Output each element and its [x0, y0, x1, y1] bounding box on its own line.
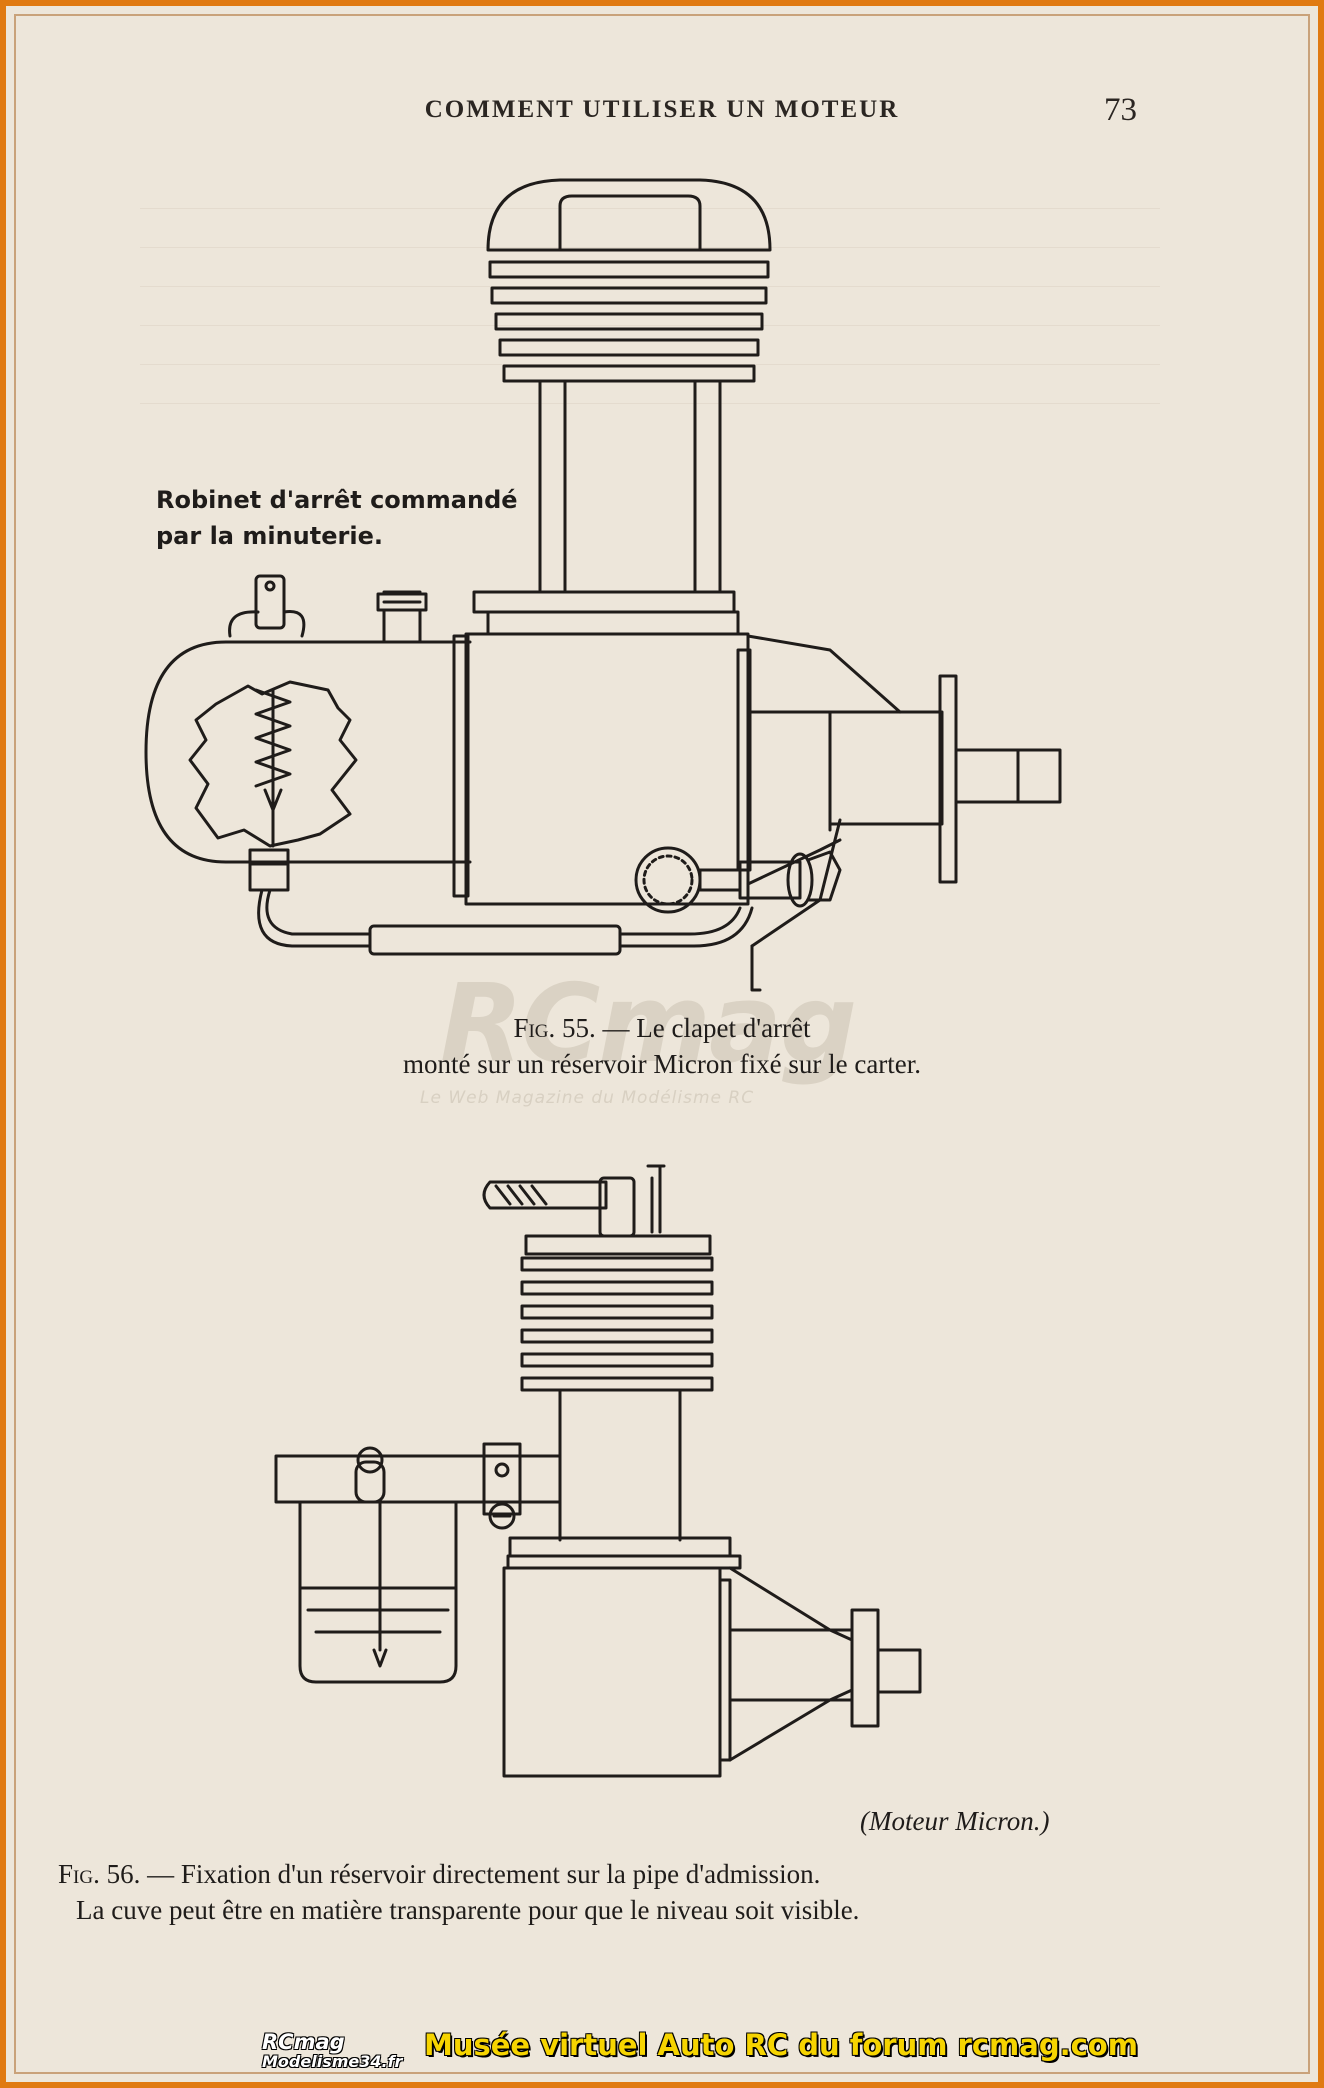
- footer-banner[interactable]: Musée virtuel Auto RC du forum rcmag.com: [424, 2028, 1138, 2062]
- fig55-engine-drawing: [144, 178, 1062, 992]
- fig56-caption-line-2: La cuve peut être en matière transparent…: [76, 1895, 860, 1925]
- watermark-tagline: Le Web Magazine du Modélisme RC: [420, 1088, 755, 1108]
- watermark-logo: RCmag: [440, 962, 857, 1087]
- annotation-line-2: par la minuterie.: [156, 522, 383, 550]
- fig55-label: Fig. 55.: [513, 1013, 596, 1043]
- fig56-caption-line-1: — Fixation d'un réservoir directement su…: [140, 1859, 821, 1889]
- annotation-line-1: Robinet d'arrêt commandé: [156, 486, 518, 514]
- running-head: COMMENT UTILISER UN MOTEUR: [424, 96, 900, 123]
- fig56-label: Fig. 56.: [58, 1859, 141, 1889]
- fig56-credit: (Moteur Micron.): [860, 1806, 1050, 1836]
- fig55-caption-line-2: monté sur un réservoir Micron fixé sur l…: [402, 1049, 922, 1079]
- page-number: 73: [1104, 92, 1137, 128]
- footer-logo[interactable]: RCmag Modelisme34.fr: [262, 2032, 402, 2072]
- footer-logo-line-2: Modelisme34.fr: [262, 2052, 403, 2071]
- fig55-caption: Fig. 55. — Le clapet d'arrêt monté sur u…: [0, 1010, 1324, 1082]
- fig56-caption: Fig. 56. — Fixation d'un réservoir direc…: [58, 1856, 1158, 1928]
- fig55-caption-line-1: — Le clapet d'arrêt: [595, 1013, 811, 1043]
- fig56-engine-drawing: [274, 1164, 922, 1778]
- footer-logo-line-1: RCmag: [262, 2030, 345, 2054]
- fig55-annotation: Robinet d'arrêt commandé par la minuteri…: [156, 482, 518, 554]
